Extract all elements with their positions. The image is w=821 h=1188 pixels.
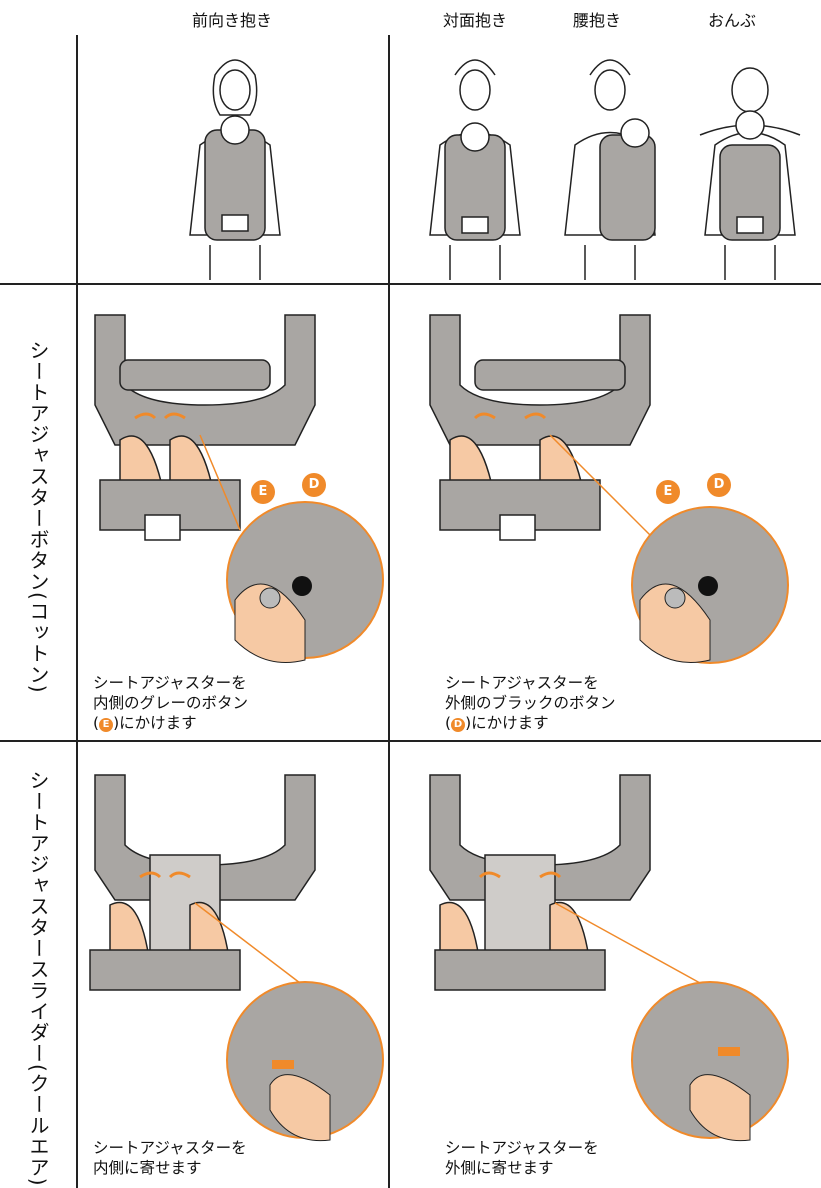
button-e-callout: E — [251, 480, 275, 504]
button-d-callout-right: D — [707, 473, 731, 497]
cotton-inner-illustration — [94, 314, 384, 663]
row-divider-1 — [0, 283, 821, 285]
grid-line-left — [76, 35, 78, 1188]
header-front-facing: 前向き抱き — [192, 11, 273, 30]
grid-line-center — [388, 35, 390, 1188]
person-back-illustration — [699, 67, 801, 280]
caption-coolair-inner: シートアジャスターを 内側に寄せます — [93, 1139, 247, 1177]
person-facing-in-illustration — [429, 59, 521, 280]
row-label-cotton: シートアジャスターボタン(コットン) — [26, 340, 50, 694]
coolair-outer-illustration — [429, 774, 789, 1142]
coolair-inner-illustration — [89, 774, 384, 1142]
badge-d: D — [451, 718, 466, 732]
cotton-outer-illustration — [429, 314, 789, 664]
person-front-facing-illustration — [189, 59, 281, 280]
caption-coolair-outer: シートアジャスターを 外側に寄せます — [445, 1139, 599, 1177]
header-back: おんぶ — [708, 11, 757, 30]
row-label-coolair: シートアジャスタースライダー(クールエア) — [26, 770, 50, 1187]
person-hip-illustration — [564, 59, 656, 280]
row-divider-2 — [0, 740, 821, 742]
caption-cotton-outer: シートアジャスターを 外側のブラックのボタン (D)にかけます — [445, 674, 616, 732]
badge-e: E — [99, 718, 114, 732]
caption-cotton-inner: シートアジャスターを 内側のグレーのボタン (E)にかけます — [93, 674, 249, 732]
header-hip: 腰抱き — [573, 11, 622, 30]
header-facing-in: 対面抱き — [443, 11, 508, 30]
button-d-callout: D — [302, 473, 326, 497]
button-e-callout-right: E — [656, 480, 680, 504]
